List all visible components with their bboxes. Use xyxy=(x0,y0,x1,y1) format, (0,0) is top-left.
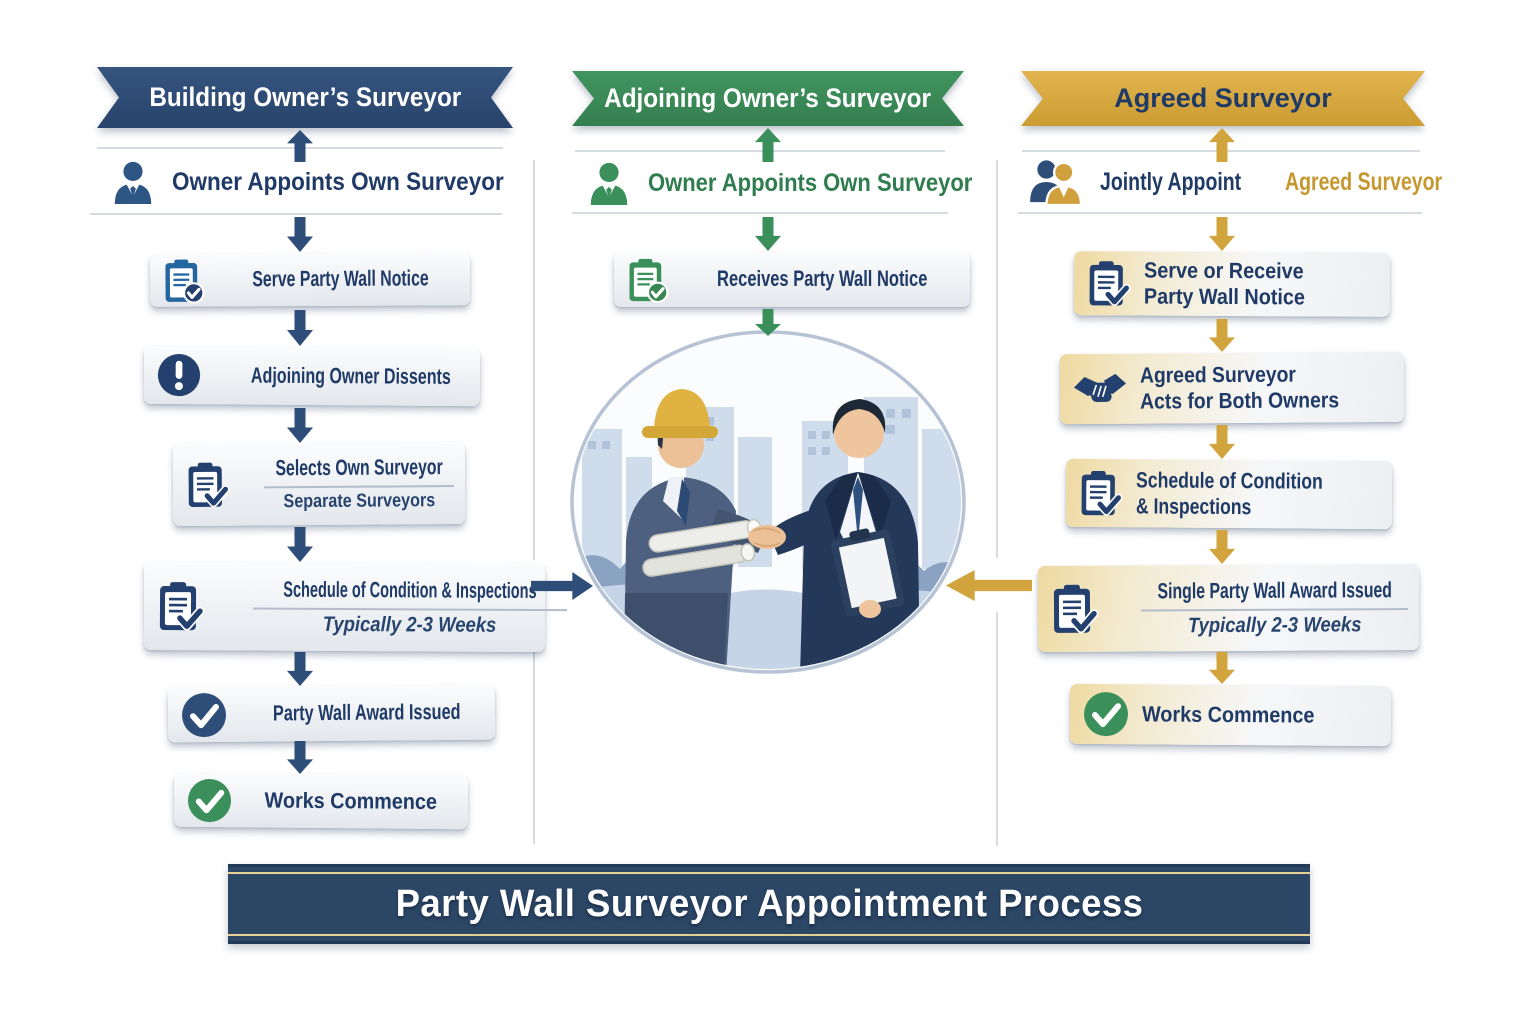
step-title: Party Wall Award Issued xyxy=(272,699,461,726)
arrow-left-icon xyxy=(946,570,1032,601)
two-person-icon xyxy=(1026,158,1088,206)
clipboard-check-icon xyxy=(156,580,206,632)
arrow-right-icon xyxy=(531,572,593,600)
step-agreed-surveyor-acts: Agreed Surveyor Acts for Both Owners xyxy=(1059,351,1405,425)
surveyor-figure xyxy=(768,399,920,669)
appoint-label-prefix: Jointly Appoint xyxy=(1100,167,1242,196)
step-works-commence: Works Commence xyxy=(173,772,469,830)
step-title: Schedule of Condition & Inspections xyxy=(283,576,537,604)
handshake-icon xyxy=(1072,368,1128,409)
step-divider xyxy=(1141,607,1409,612)
step-title: Adjoining Owner Dissents xyxy=(250,362,451,389)
step-selects-own-surveyor: Selects Own Surveyor Separate Surveyors xyxy=(172,441,466,527)
clipboard-check-icon xyxy=(1078,469,1124,517)
step-party-wall-award-issued: Party Wall Award Issued xyxy=(167,684,496,743)
arrow-down-icon xyxy=(755,217,781,251)
appoint-row-agreed: Jointly Appoint Agreed Surveyor xyxy=(1026,155,1486,209)
page-title: Party Wall Surveyor Appointment Process xyxy=(395,882,1143,925)
banner-building-owners-surveyor: Building Owner’s Surveyor xyxy=(97,67,513,128)
step-serve-or-receive-notice: Serve or Receive Party Wall Notice xyxy=(1073,251,1391,317)
divider xyxy=(575,150,945,152)
step-subtitle: Typically 2-3 Weeks xyxy=(322,612,497,637)
clipboard-check-icon xyxy=(162,257,206,304)
arrow-up-icon xyxy=(755,128,781,162)
step-title-line1: Serve or Receive xyxy=(1144,257,1304,283)
arrow-down-icon xyxy=(287,741,313,774)
clipboard-check-icon xyxy=(185,461,231,509)
appoint-label-highlight: Agreed Surveyor xyxy=(1285,167,1443,196)
divider xyxy=(90,213,502,215)
step-title: Single Party Wall Award Issued xyxy=(1157,577,1393,604)
step-subtitle: Typically 2-3 Weeks xyxy=(1188,612,1362,637)
arrow-down-icon xyxy=(1209,652,1235,684)
column-divider-left xyxy=(533,612,535,844)
step-title: Receives Party Wall Notice xyxy=(717,266,928,292)
handshake xyxy=(748,525,786,549)
title-banner: Party Wall Surveyor Appointment Process xyxy=(228,864,1310,944)
divider xyxy=(572,212,948,214)
step-title: Selects Own Surveyor xyxy=(275,454,443,481)
arrow-down-icon xyxy=(1209,425,1235,459)
step-adjoining-owner-dissents: Adjoining Owner Dissents xyxy=(143,345,481,407)
step-schedule-of-condition-agreed: Schedule of Condition & Inspections xyxy=(1065,458,1393,530)
step-title-line1: Agreed Surveyor xyxy=(1139,361,1297,388)
banner-title: Agreed Surveyor xyxy=(1114,83,1332,113)
banner-title: Adjoining Owner’s Surveyor xyxy=(604,83,932,113)
column-divider-right xyxy=(996,160,998,558)
step-subtitle: Separate Surveyors xyxy=(283,489,436,512)
person-icon xyxy=(110,159,156,205)
banner-title: Building Owner’s Surveyor xyxy=(149,82,461,112)
check-circle-icon xyxy=(186,776,233,823)
exclamation-icon xyxy=(156,352,202,398)
step-title: Serve Party Wall Notice xyxy=(252,265,429,292)
banner-agreed-surveyor: Agreed Surveyor xyxy=(1021,71,1425,126)
step-receives-party-wall-notice: Receives Party Wall Notice xyxy=(614,252,970,307)
arrow-down-icon xyxy=(1209,530,1235,564)
step-serve-party-wall-notice: Serve Party Wall Notice xyxy=(149,252,471,307)
column-divider-left xyxy=(533,160,535,560)
step-title: Works Commence xyxy=(264,787,437,814)
arrow-down-icon xyxy=(287,217,313,252)
step-title: Works Commence xyxy=(1141,701,1315,728)
step-divider xyxy=(252,607,568,611)
appoint-label: Owner Appoints Own Surveyor xyxy=(172,167,504,196)
person-icon xyxy=(586,160,632,206)
arrow-down-icon xyxy=(1209,319,1235,352)
check-circle-icon xyxy=(1082,690,1130,738)
clipboard-check-icon xyxy=(626,257,670,303)
arrow-down-icon xyxy=(755,309,781,336)
step-title-line2: Party Wall Notice xyxy=(1143,283,1306,310)
step-title-line2: & Inspections xyxy=(1135,493,1252,520)
clipboard-check-icon xyxy=(1050,583,1100,635)
arrow-up-icon xyxy=(1209,128,1235,162)
title-banner-inner: Party Wall Surveyor Appointment Process xyxy=(228,872,1310,936)
arrow-down-icon xyxy=(287,310,313,346)
step-title-line2: Acts for Both Owners xyxy=(1140,387,1340,414)
clipboard xyxy=(831,528,905,617)
banner-adjoining-owners-surveyor: Adjoining Owner’s Surveyor xyxy=(572,71,964,126)
arrow-down-icon xyxy=(287,652,313,686)
check-circle-icon xyxy=(180,690,228,738)
step-schedule-of-condition: Schedule of Condition & Inspections Typi… xyxy=(143,561,568,653)
clipboard-check-icon xyxy=(1086,259,1132,307)
handshake-illustration xyxy=(570,330,966,674)
column-divider-right xyxy=(996,612,998,846)
arrow-down-icon xyxy=(1209,217,1235,251)
appoint-row-building: Owner Appoints Own Surveyor xyxy=(110,156,541,208)
step-divider xyxy=(263,484,455,489)
arrow-down-icon xyxy=(287,408,313,443)
step-single-party-wall-award: Single Party Wall Award Issued Typically… xyxy=(1037,564,1420,652)
step-works-commence-agreed: Works Commence xyxy=(1069,683,1392,747)
appoint-row-adjoining: Owner Appoints Own Surveyor xyxy=(586,157,1017,209)
divider xyxy=(1018,212,1422,214)
arrow-down-icon xyxy=(287,527,313,562)
step-title-line1: Schedule of Condition xyxy=(1136,466,1323,494)
appoint-label: Owner Appoints Own Surveyor xyxy=(648,168,973,197)
arrow-up-icon xyxy=(287,130,313,162)
